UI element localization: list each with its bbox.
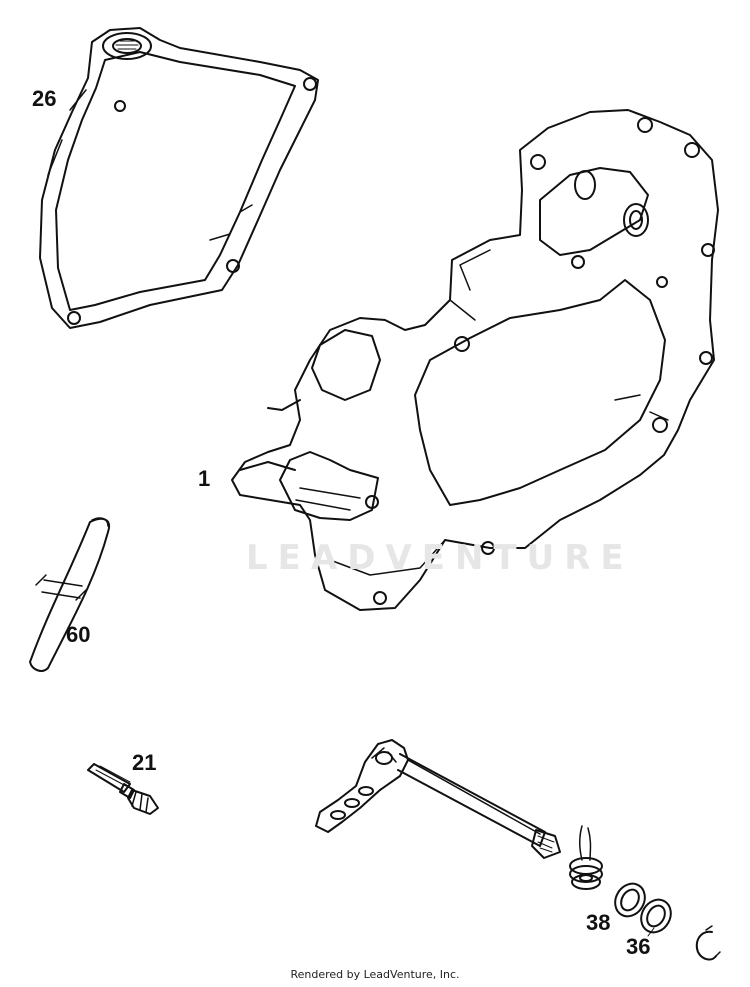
callout-60[interactable]: 60 bbox=[66, 622, 91, 647]
part-1-crankcase[interactable] bbox=[232, 110, 718, 610]
part-60-hose[interactable] bbox=[30, 518, 109, 671]
kickstart-shaft[interactable] bbox=[316, 740, 560, 858]
part-26-cover[interactable] bbox=[40, 28, 318, 328]
leader-line-36 bbox=[648, 928, 654, 936]
callout-26[interactable]: 26 bbox=[32, 86, 57, 111]
part-36-washer[interactable] bbox=[635, 894, 676, 937]
circlip[interactable] bbox=[697, 926, 720, 959]
callout-36[interactable]: 36 bbox=[626, 934, 651, 959]
watermark: LEADVENTURE bbox=[246, 538, 634, 578]
part-21-bolt[interactable] bbox=[88, 764, 158, 814]
callout-1[interactable]: 1 bbox=[198, 466, 211, 491]
callout-38[interactable]: 38 bbox=[586, 910, 611, 935]
footer-credit: Rendered by LeadVenture, Inc. bbox=[290, 968, 460, 981]
part-38-washer[interactable] bbox=[609, 878, 650, 921]
kickstart-spring[interactable] bbox=[570, 826, 602, 889]
callout-21[interactable]: 21 bbox=[132, 750, 157, 775]
